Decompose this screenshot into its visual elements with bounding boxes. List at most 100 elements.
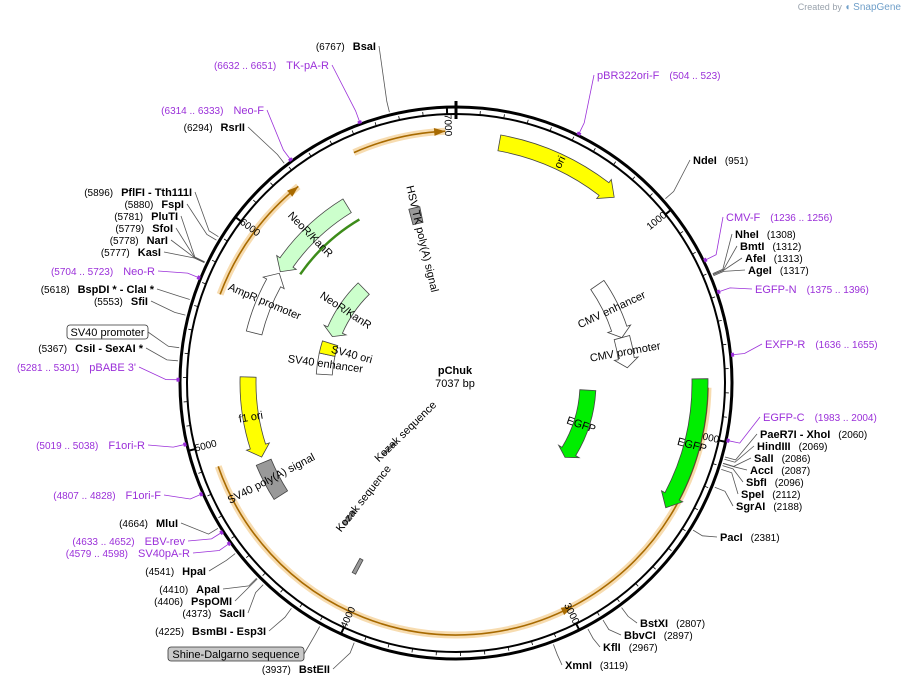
primer-leader — [331, 64, 360, 122]
enzyme-position: (2086) — [782, 454, 811, 465]
primer-label[interactable]: EBV-rev — [145, 536, 186, 548]
minor-tick — [374, 122, 377, 127]
primer-leader — [163, 494, 201, 500]
enzyme-site[interactable]: PaeR7I - XhoI — [760, 429, 830, 441]
minor-tick — [351, 130, 355, 135]
enzyme-site[interactable]: SalI — [754, 453, 774, 465]
shine-dalgarno-box[interactable]: Shine-Dalgarno sequence — [172, 649, 299, 661]
enzyme-site[interactable]: BstEII — [299, 664, 330, 676]
feature-neo-kanr-outer[interactable] — [276, 198, 352, 273]
enzyme-site[interactable]: AfeI — [745, 253, 766, 265]
minor-tick — [592, 148, 596, 152]
feature-kozak-3[interactable] — [351, 557, 364, 575]
enzyme-site[interactable]: PspOMI — [191, 596, 232, 608]
backbone-rings — [178, 101, 734, 661]
feature-hsv-tk-polya[interactable] — [408, 206, 424, 226]
enzyme-leader — [712, 257, 743, 276]
feature-ampr-promoter[interactable] — [245, 272, 285, 336]
primer-leader — [733, 343, 763, 355]
enzyme-site[interactable]: XmnI — [565, 660, 592, 672]
primer-position: (5019 .. 5038) — [36, 441, 98, 452]
primer-label[interactable]: F1ori-R — [108, 440, 145, 452]
feature-label-kozak-2: Kozak sequence — [334, 463, 394, 534]
enzyme-site[interactable]: HindIII — [757, 441, 791, 453]
feature-ori[interactable] — [497, 134, 615, 200]
primer-0-site — [576, 131, 582, 136]
primer-label[interactable]: Neo-R — [123, 266, 155, 278]
enzyme-position: (5781) — [114, 212, 143, 223]
feature-sv40-ori[interactable] — [318, 340, 339, 357]
enzyme-site[interactable]: SfiI — [131, 296, 148, 308]
enzyme-site[interactable]: SbfI — [746, 477, 767, 489]
enzyme-position: (5618) — [41, 285, 70, 296]
feature-sv40-polya[interactable] — [255, 458, 289, 501]
enzyme-site[interactable]: BbvCI — [624, 630, 656, 642]
minor-tick — [722, 416, 727, 418]
primer-label[interactable]: pBABE 3' — [89, 362, 136, 374]
enzyme-site[interactable]: SacII — [219, 608, 245, 620]
snapgene-brand: SnapGene — [853, 2, 901, 13]
feature-f1-ori[interactable] — [239, 376, 271, 458]
feature-egfp-outer[interactable] — [660, 378, 709, 509]
orf-left — [219, 185, 299, 295]
enzyme-site[interactable]: PluTI — [151, 211, 178, 223]
enzyme-site[interactable]: AgeI — [748, 265, 772, 277]
enzyme-leader — [234, 578, 258, 602]
enzyme-site[interactable]: HpaI — [182, 566, 206, 578]
feature-kozak-1[interactable] — [381, 442, 396, 456]
enzyme-site[interactable]: NarI — [147, 235, 168, 247]
enzyme-site[interactable]: KflI — [603, 642, 621, 654]
feature-label-ori: ori — [552, 154, 568, 170]
minor-tick — [202, 282, 207, 285]
primer-label[interactable]: F1ori-F — [126, 490, 162, 502]
enzyme-site[interactable]: KasI — [138, 247, 161, 259]
enzyme-site[interactable]: BspDI * - ClaI * — [78, 284, 155, 296]
enzyme-site[interactable]: BmtI — [740, 241, 764, 253]
credit-text: Created by — [797, 2, 842, 12]
primer-label[interactable]: TK-pA-R — [286, 60, 329, 72]
feature-cmv-enhancer[interactable] — [590, 279, 632, 339]
enzyme-site[interactable]: NheI — [735, 229, 759, 241]
enzyme-leader — [722, 465, 744, 483]
enzyme-site[interactable]: ApaI — [196, 584, 220, 596]
enzyme-site[interactable]: SpeI — [741, 489, 764, 501]
orf-left-head — [287, 186, 299, 197]
enzyme-site[interactable]: RsrII — [221, 122, 245, 134]
primer-label[interactable]: pBR322ori-F — [597, 70, 660, 82]
primer-label[interactable]: EXFP-R — [765, 339, 805, 351]
enzyme-site[interactable]: CsiI - SexAI * — [75, 343, 144, 355]
primer-position: (4633 .. 4652) — [72, 537, 134, 548]
feature-cmv-promoter[interactable] — [613, 334, 640, 369]
enzyme-site[interactable]: FspI — [161, 199, 184, 211]
feature-egfp-inner[interactable] — [557, 389, 597, 459]
enzyme-leader — [208, 553, 236, 572]
enzyme-site[interactable]: BsmBI - Esp3I — [192, 626, 266, 638]
enzyme-leader — [222, 577, 257, 590]
enzyme-site[interactable]: BstXI — [640, 618, 668, 630]
primer-label[interactable]: SV40pA-R — [138, 548, 190, 560]
feature-kozak-2[interactable] — [342, 509, 356, 526]
enzyme-site[interactable]: PacI — [720, 532, 743, 544]
enzyme-site[interactable]: SgrAI — [736, 501, 765, 513]
primer-label[interactable]: Neo-F — [233, 105, 264, 117]
minor-tick — [553, 633, 557, 638]
enzyme-site[interactable]: AccI — [750, 465, 773, 477]
enzyme-leader — [194, 191, 219, 238]
enzyme-site[interactable]: SfoI — [152, 223, 173, 235]
sv40-promoter-box[interactable]: SV40 promoter — [71, 327, 145, 339]
primer-position: (1983 .. 2004) — [815, 413, 877, 424]
primer-leader — [157, 270, 198, 278]
enzyme-site[interactable]: NdeI — [693, 155, 717, 167]
primer-position: (6314 .. 6333) — [161, 106, 223, 117]
primer-label[interactable]: EGFP-N — [755, 284, 797, 296]
minor-tick — [398, 116, 400, 121]
enzyme-site[interactable]: MluI — [156, 518, 178, 530]
primer-label[interactable]: EGFP-C — [763, 412, 805, 424]
feature-neo-kanr-inner[interactable] — [322, 282, 370, 338]
enzyme-position: (4664) — [119, 519, 148, 530]
enzyme-site[interactable]: BsaI — [353, 41, 376, 53]
minor-tick — [411, 648, 413, 653]
primer-label[interactable]: CMV-F — [726, 212, 761, 224]
enzyme-site[interactable]: PflFI - Tth111I — [121, 187, 192, 199]
